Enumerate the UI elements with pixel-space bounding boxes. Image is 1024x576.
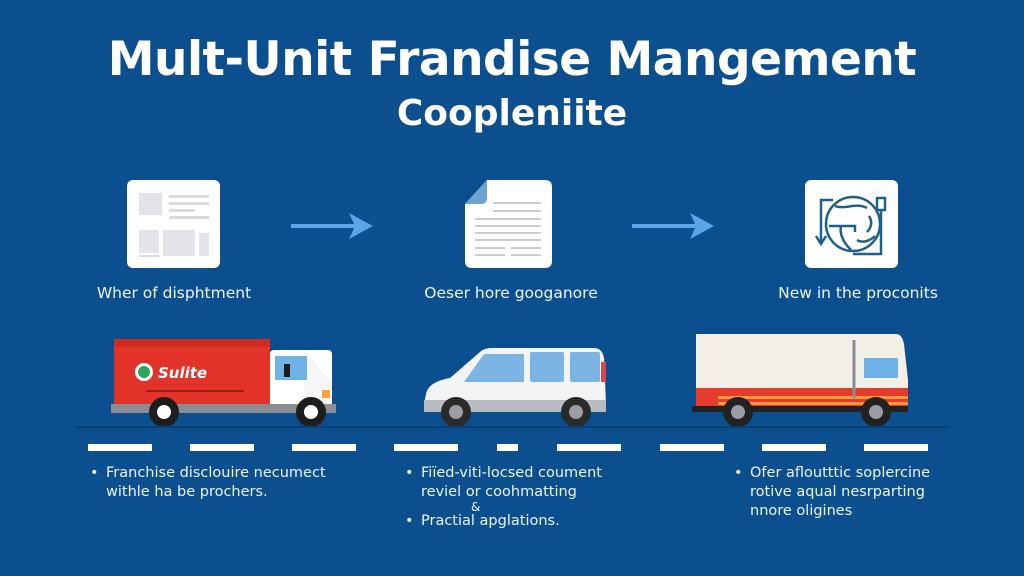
step-label-1: Wher of disphtment — [96, 284, 252, 302]
globe-process-icon — [805, 180, 898, 268]
bullet-list-2: Fiïed-viti-locsed coument reviel or cooh… — [405, 464, 602, 531]
bullet-item: Fiïed-viti-locsed coument — [405, 464, 602, 483]
bullet-list-3: Ofer afloutttic soplercine rotive aqual … — [734, 464, 930, 521]
bullet-item-continuation: nnore oligines — [750, 503, 853, 519]
road-dash — [864, 444, 928, 451]
road-dash — [557, 444, 621, 451]
road-dash — [88, 444, 152, 451]
road-line — [75, 426, 950, 428]
bullet-item: Ofer afloutttic soplercine — [734, 464, 930, 483]
layout-document-icon — [127, 180, 220, 268]
bullet-item-continuation: rotive aqual nesrparting — [750, 484, 925, 500]
red-box-truck-illustration: Sulite — [111, 339, 336, 427]
step-label-3: New in the proconits — [778, 284, 938, 302]
cargo-truck-illustration — [692, 334, 908, 427]
truck-brand-label: Sulite — [158, 364, 207, 382]
text-document-icon — [465, 180, 552, 268]
bullet-list-1: Franchise disclouire necumect withle ha … — [90, 464, 326, 502]
road-dash — [292, 444, 356, 451]
arrow-right-icon — [632, 213, 714, 239]
road-dash — [190, 444, 254, 451]
page-title: Mult-Unit Frandise Mangement — [107, 32, 917, 87]
arrow-right-icon — [291, 213, 373, 239]
bullet-item: Practial apglations. — [405, 512, 602, 531]
bullet-item: Franchise disclouire necumect — [90, 464, 326, 483]
road-dash — [762, 444, 826, 451]
bullet-item-continuation: withle ha be prochers. — [106, 484, 268, 500]
road-dash — [660, 444, 724, 451]
white-minivan-illustration — [424, 348, 606, 427]
bullet-item-continuation: reviel or coohmatting — [421, 484, 577, 500]
page-subtitle: Coopleniite — [396, 93, 628, 134]
step-label-2: Oeser hore googanore — [424, 284, 598, 302]
road-dash — [394, 444, 458, 451]
road-dash — [497, 444, 518, 451]
ampersand: & — [471, 500, 481, 514]
